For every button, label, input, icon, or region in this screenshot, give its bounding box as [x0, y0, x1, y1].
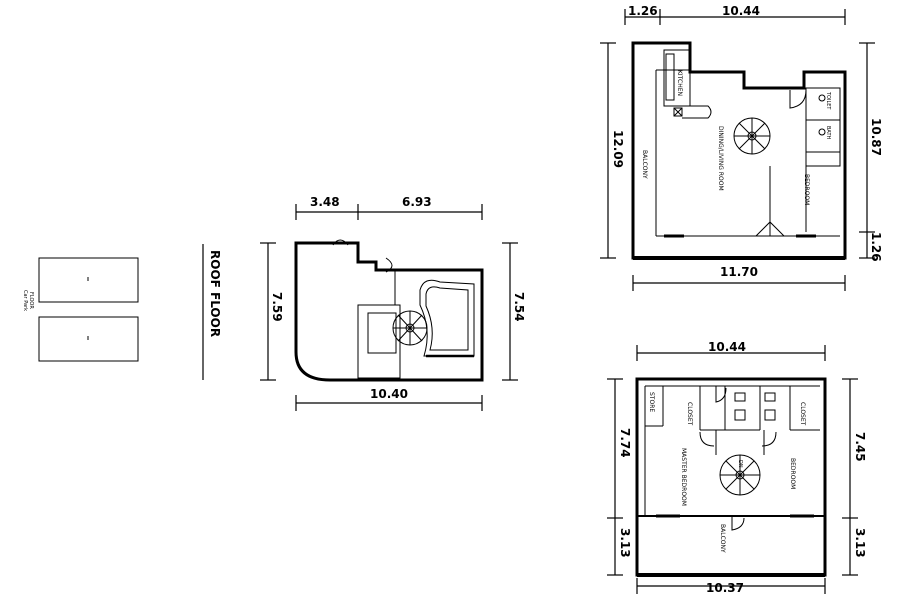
roof-floor-outline	[294, 241, 484, 382]
dim-lower-left-bottom: 3.13	[618, 528, 632, 558]
door-swing	[385, 257, 393, 273]
roof-floor-title-block: ROOF FLOOR	[202, 244, 222, 380]
room-label-closet-left: CLOSET	[686, 402, 693, 426]
car-park-floor-label: FLOOR	[28, 292, 34, 309]
dim-roof-right: 7.54	[512, 292, 526, 322]
upper-floor-outline	[631, 41, 847, 260]
room-label-balcony: BALCONY	[641, 150, 648, 179]
dim-upper-left: 12.09	[611, 130, 625, 168]
parking-space	[38, 316, 139, 362]
door-swing	[731, 516, 745, 531]
door-swing	[332, 239, 349, 246]
parking-space	[38, 257, 139, 303]
stair-core	[357, 304, 401, 379]
car-park-label: Car Park	[22, 290, 28, 311]
lower-floor-plan: 10.44 7.74 3.13 7.45 3.13 10.37	[607, 340, 867, 595]
roof-floor-title: ROOF FLOOR	[208, 250, 222, 337]
room-label-kitchen: KITCHEN	[676, 70, 683, 96]
dim-lower-bottom: 10.37	[706, 581, 744, 595]
dim-lower-left-top: 7.74	[618, 428, 632, 458]
room-label-toilet: TOILET	[825, 91, 831, 110]
roof-terrace-area	[419, 279, 475, 357]
dim-roof-bottom: 10.40	[370, 387, 408, 401]
washbasin	[764, 392, 776, 402]
room-label-bedroom: BEDROOM	[789, 458, 796, 489]
bath-room	[805, 119, 841, 153]
dim-upper-right-bottom: 1.26	[869, 232, 883, 262]
dim-upper-bottom: 11.70	[720, 265, 758, 279]
door-swing	[715, 386, 727, 403]
room-label-master-bedroom: MASTER BEDROOM	[680, 448, 687, 506]
sliding-door	[755, 221, 785, 237]
upper-floor-plan: 1.26 10.44 12.09 10.87 1.26 11.70	[600, 4, 883, 291]
washbasin	[734, 392, 746, 402]
dining-counter	[682, 105, 712, 119]
dim-upper-right-top: 10.87	[869, 118, 883, 156]
dim-lower-right-bottom: 3.13	[853, 528, 867, 558]
dim-upper-top-small: 1.26	[628, 4, 658, 18]
dim-roof-top-right: 6.93	[402, 195, 432, 209]
dim-roof-top-left: 3.48	[310, 195, 340, 209]
door-swing	[699, 431, 715, 447]
room-label-store: STORE	[648, 392, 655, 412]
room-label-dining: DINING/LIVING ROOM	[717, 126, 724, 191]
car-park-plan: FLOOR Car Park	[22, 257, 139, 362]
dim-lower-top: 10.44	[708, 340, 746, 354]
dim-upper-top: 10.44	[722, 4, 760, 18]
roof-floor-plan: 3.48 6.93 7.59 7.54 10.40	[260, 195, 526, 411]
room-label-bedroom: BEDROOM	[803, 174, 810, 205]
dim-roof-left: 7.59	[270, 292, 284, 322]
stair-label-dn: DN	[737, 460, 743, 468]
room-label-balcony: BALCONY	[719, 524, 726, 553]
dim-lower-right-top: 7.45	[853, 432, 867, 462]
kitchen-counter	[663, 49, 691, 107]
room-label-closet-right: CLOSET	[799, 402, 806, 426]
door-swing	[789, 89, 807, 109]
bathtub	[805, 151, 841, 167]
room-label-bath: BATH	[825, 126, 831, 140]
toilet-room	[805, 87, 841, 121]
